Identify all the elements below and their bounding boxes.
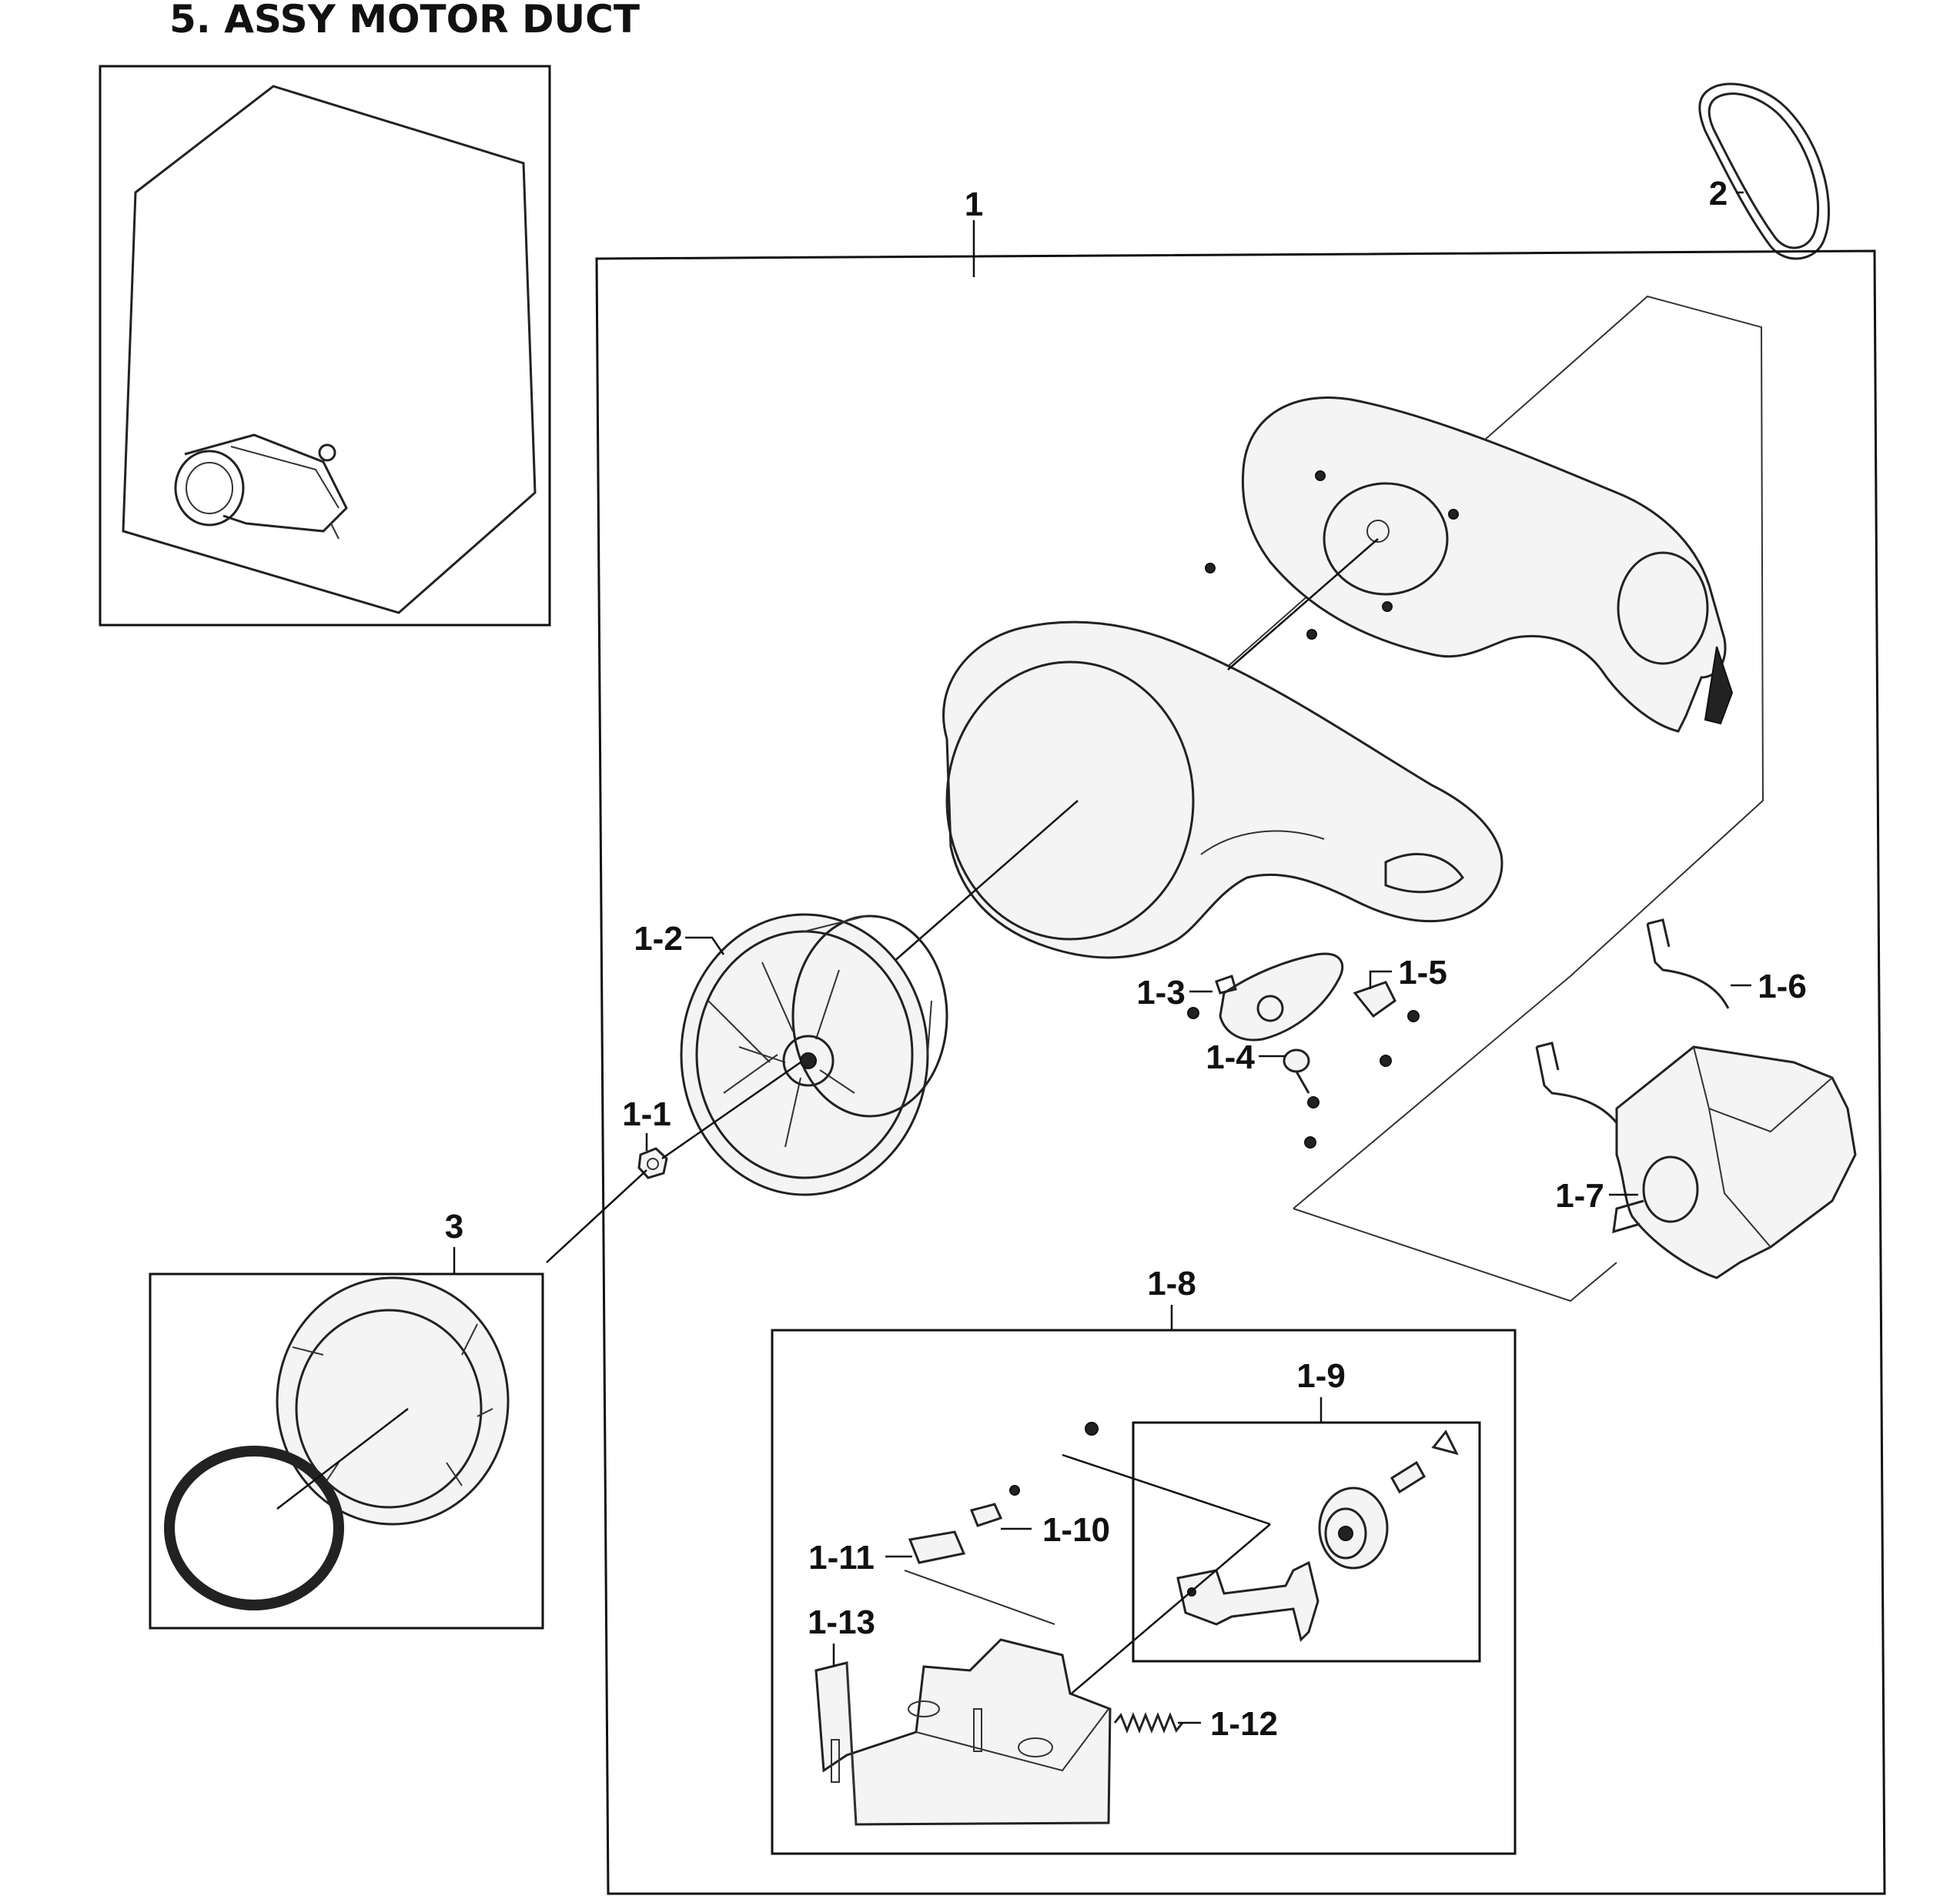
switch-part-1-11 <box>908 1530 966 1564</box>
cover-assembly-3-frame <box>149 1272 544 1630</box>
callout-1-9: 1-9 <box>1296 1357 1346 1395</box>
leader-line-1-5 <box>1369 970 1392 989</box>
front-duct-housing <box>942 620 1503 959</box>
callout-1-10: 1-10 <box>1042 1511 1110 1549</box>
callout-1-7: 1-7 <box>1555 1177 1604 1215</box>
duct-axis-line-upper <box>1227 538 1379 670</box>
callout-3: 3 <box>445 1208 463 1246</box>
locator-inset-frame <box>99 65 551 627</box>
belt-part-2 <box>1698 82 1830 260</box>
callout-1-8: 1-8 <box>1147 1265 1196 1302</box>
locator-inset <box>99 65 551 627</box>
spring-bracket-part-1-5 <box>1353 981 1420 1067</box>
drive-motor-part-1-7 <box>1612 1045 1857 1279</box>
callout-1-12: 1-12 <box>1210 1705 1278 1743</box>
duct-group-outline-top <box>1223 295 1764 1209</box>
screw-part <box>1085 1422 1099 1436</box>
callout-2: 2 <box>1709 175 1728 212</box>
assembly-1-frame <box>595 249 1886 1895</box>
axis-line-idler-to-bracket <box>1062 1523 1271 1702</box>
spring-part-1-12 <box>1113 1711 1184 1734</box>
axis-line-screw-to-idler <box>1062 1453 1271 1526</box>
duct-group-outline-bottom <box>1293 1208 1617 1302</box>
pulley-part-1-4 <box>1283 1048 1319 1149</box>
callout-1-4: 1-4 <box>1206 1038 1255 1076</box>
switch-alignment-line <box>904 1570 1055 1625</box>
axis-line-nut-to-fan <box>661 1061 801 1160</box>
duct-axis-line-lower <box>892 800 1079 963</box>
callout-1-3: 1-3 <box>1136 974 1186 1012</box>
callout-1-6: 1-6 <box>1758 968 1807 1005</box>
leader-line-1-2 <box>685 936 725 955</box>
idler-bracket-part-1-3 <box>1187 952 1344 1042</box>
callout-1-11: 1-11 <box>808 1539 875 1577</box>
axis-line-gasket-to-cover <box>276 1408 409 1510</box>
callout-1-2: 1-2 <box>634 920 683 958</box>
rear-duct-housing <box>1205 396 1734 733</box>
dryer-cabinet-outline <box>122 85 537 614</box>
blower-fan-part-1-2 <box>680 913 948 1196</box>
idler-assembly-1-9-frame <box>1132 1421 1481 1663</box>
callout-1-1: 1-1 <box>622 1095 671 1133</box>
motor-bracket-part-1-13 <box>814 1638 1112 1826</box>
axis-line-fan-to-cover <box>546 1169 647 1263</box>
idler-arm-part-1-9 <box>1176 1430 1459 1642</box>
locator-motor-duct-thumbnail <box>174 433 348 540</box>
callout-1-5: 1-5 <box>1398 954 1447 991</box>
motor-mount-assembly-1-8-frame <box>771 1329 1517 1855</box>
callout-1-13: 1-13 <box>808 1603 875 1641</box>
callout-1: 1 <box>965 186 983 223</box>
gasket-ring-part-3 <box>164 1446 344 1610</box>
diagram-title: 5. ASSY MOTOR DUCT <box>169 0 640 42</box>
duct-cover-part-3 <box>276 1276 510 1526</box>
switch-part-1-10 <box>969 1485 1020 1527</box>
